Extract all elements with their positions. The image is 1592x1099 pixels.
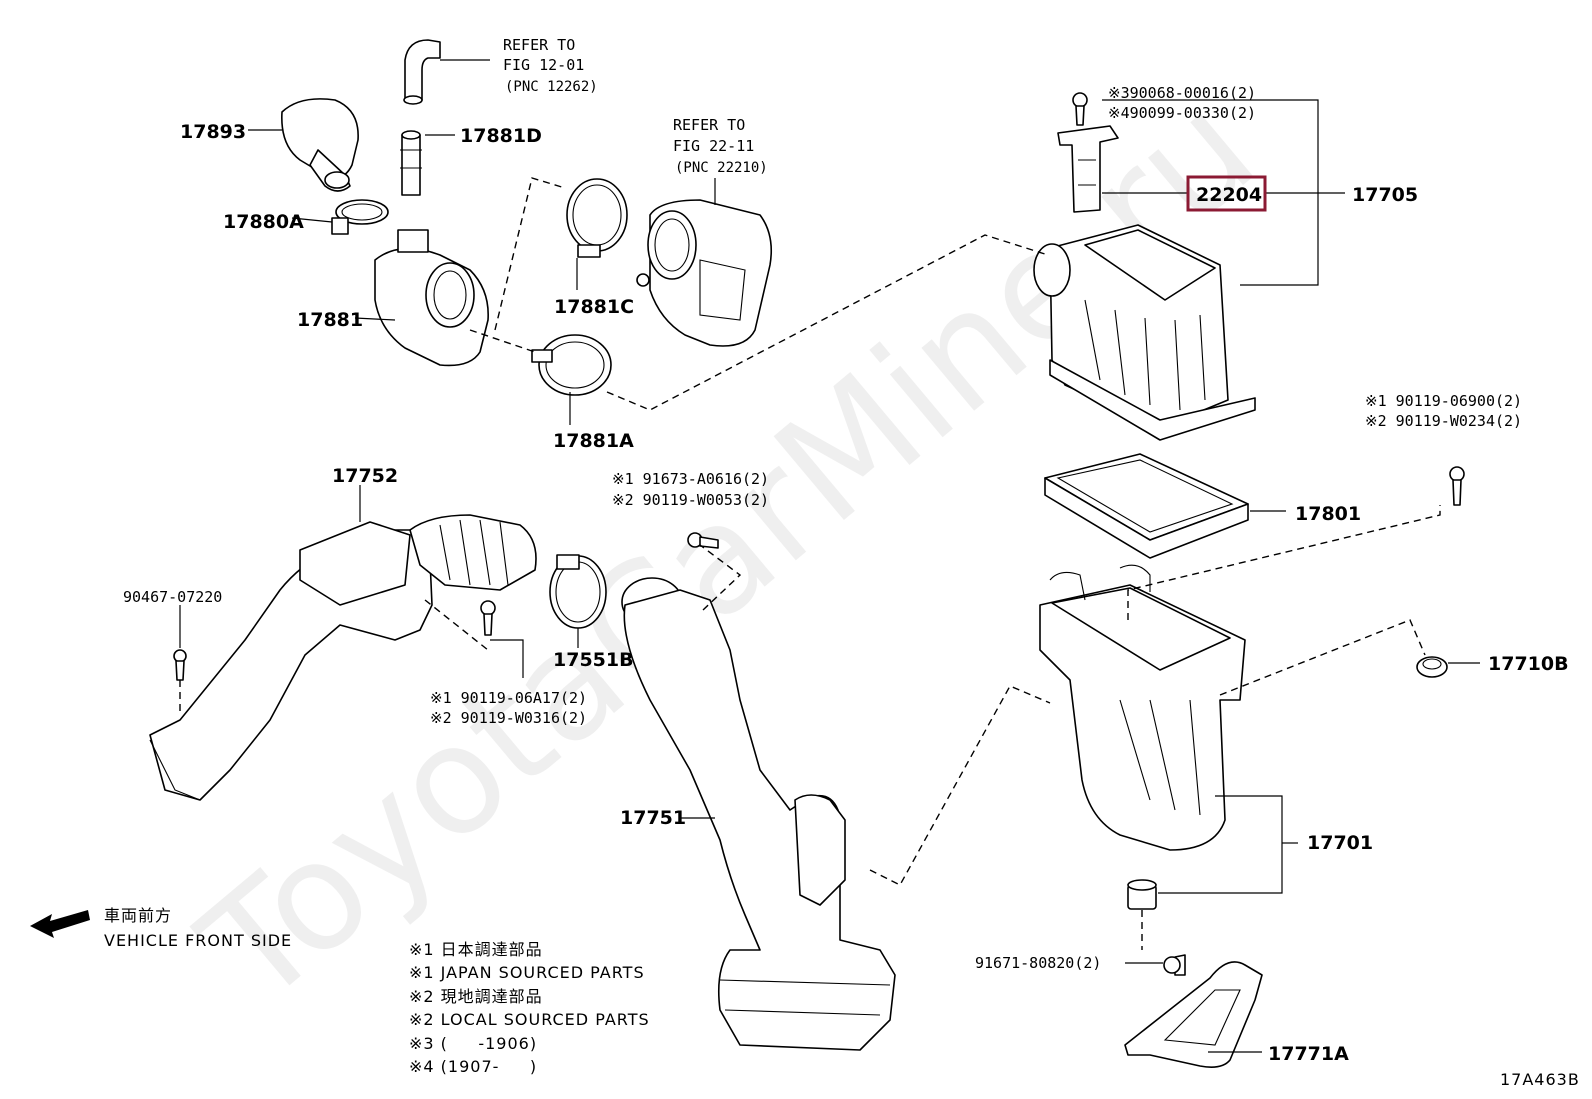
label-17751[interactable]: 17751 <box>620 807 686 829</box>
label-17881[interactable]: 17881 <box>297 309 363 331</box>
part-17881A-drawing <box>531 334 612 396</box>
part-17705-drawing <box>1033 224 1256 441</box>
ref-2-line2: FIG 22-11 <box>673 137 754 155</box>
label-17710B[interactable]: 17710B <box>1488 653 1569 675</box>
bolt-right-drawing <box>1449 466 1465 506</box>
label-17771A[interactable]: 17771A <box>1268 1043 1349 1065</box>
figure-code: 17A463B <box>1500 1070 1580 1089</box>
legend-line-5: ※3 ( -1906) <box>409 1034 537 1053</box>
legend-line-3: ※2 現地調達部品 <box>409 987 543 1006</box>
bolt-mid-drawing <box>173 532 719 681</box>
label-17881C[interactable]: 17881C <box>554 296 634 318</box>
label-17893[interactable]: 17893 <box>180 121 246 143</box>
label-17801[interactable]: 17801 <box>1295 503 1361 525</box>
part-17701-drawing <box>1039 564 1246 851</box>
direction-en: VEHICLE FRONT SIDE <box>104 931 292 950</box>
part-17880A-drawing <box>331 199 389 235</box>
grommet-drawing <box>1127 879 1157 910</box>
throttle-body-drawing <box>636 199 773 347</box>
part-17893-drawing <box>281 98 359 192</box>
legend-line-4: ※2 LOCAL SOURCED PARTS <box>409 1010 650 1029</box>
ref-2-line1: REFER TO <box>673 116 745 134</box>
front-arrow-icon <box>30 910 90 938</box>
part-22204-drawing <box>1057 92 1119 213</box>
label-17880A[interactable]: 17880A <box>223 211 304 233</box>
part-17551B-drawing <box>549 554 607 629</box>
part-17710B-drawing <box>1416 656 1448 678</box>
part-17881D-drawing <box>400 130 422 196</box>
note-22204-b: ※490099-00330(2) <box>1108 104 1256 122</box>
hose-12262-drawing <box>403 39 441 105</box>
note-17701-b: ※2 90119-W0234(2) <box>1365 412 1522 430</box>
legend-line-2: ※1 JAPAN SOURCED PARTS <box>409 963 645 982</box>
note-17751-b: ※2 90119-W0053(2) <box>612 491 769 509</box>
part-17751-drawing <box>621 577 896 1051</box>
note-17752-a: ※1 90119-06A17(2) <box>430 689 587 707</box>
ref-1-line2: FIG 12-01 <box>503 56 584 74</box>
label-17752[interactable]: 17752 <box>332 465 398 487</box>
ref-2-line3: (PNC 22210) <box>675 160 768 176</box>
note-17701-a: ※1 90119-06900(2) <box>1365 392 1522 410</box>
direction-jp: 車両前方 <box>104 906 172 925</box>
label-17881A[interactable]: 17881A <box>553 430 634 452</box>
note-17752-b: ※2 90119-W0316(2) <box>430 709 587 727</box>
label-91671-80820[interactable]: 91671-80820(2) <box>975 954 1101 972</box>
label-17705[interactable]: 17705 <box>1352 184 1418 206</box>
part-17752-drawing <box>149 514 537 801</box>
leader-lines <box>179 59 1480 1053</box>
label-22204[interactable]: 22204 <box>1196 184 1262 206</box>
note-22204-a: ※390068-00016(2) <box>1108 84 1256 102</box>
label-17701[interactable]: 17701 <box>1307 832 1373 854</box>
ref-1-line3: (PNC 12262) <box>505 79 598 95</box>
legend-line-6: ※4 (1907- ) <box>409 1057 537 1076</box>
dashed-connection-lines <box>179 177 1441 950</box>
part-17801-drawing <box>1044 453 1249 559</box>
part-17881C-drawing <box>566 178 628 258</box>
note-17751-a: ※1 91673-A0616(2) <box>612 470 769 488</box>
label-17551B[interactable]: 17551B <box>553 649 634 671</box>
legend-line-1: ※1 日本調達部品 <box>409 940 543 959</box>
label-17881D[interactable]: 17881D <box>460 125 542 147</box>
label-90467-07220[interactable]: 90467-07220 <box>123 588 222 606</box>
part-17881-drawing <box>374 229 489 367</box>
part-17771A-drawing <box>1124 954 1263 1068</box>
highlight-box-22204 <box>1186 175 1267 212</box>
ref-1-line1: REFER TO <box>503 36 575 54</box>
